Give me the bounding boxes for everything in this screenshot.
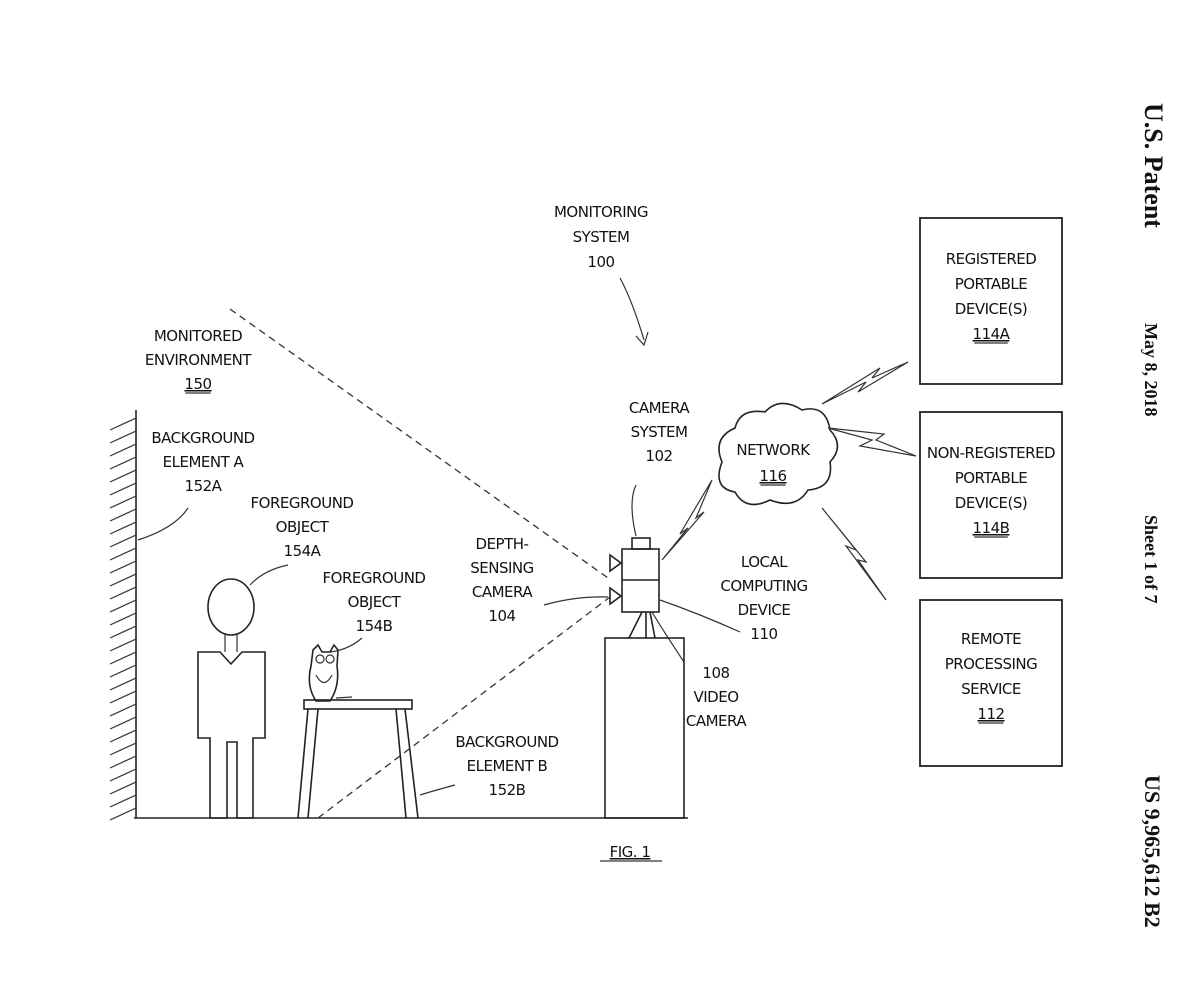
monitoring-system-label-line: SYSTEM: [573, 228, 630, 246]
monitoring-system-label-line: 100: [587, 253, 614, 271]
remote-processing-service-label-line: PROCESSING: [945, 655, 1038, 673]
figure-caption: FIG. 1: [610, 843, 651, 861]
background-element-a-label-line: BACKGROUND: [151, 429, 254, 447]
network-label-line: 116: [759, 467, 786, 485]
box-remote-processing-service: [919, 599, 1063, 767]
header-title: U.S. Patent: [1139, 103, 1168, 228]
fov-upper-line: [229, 308, 609, 579]
foreground-object-a-label-line: FOREGROUND: [251, 494, 354, 512]
camera-system-label-line: CAMERA: [629, 399, 690, 417]
background-element-b-label-line: BACKGROUND: [455, 733, 558, 751]
camera-pedestal: [604, 611, 685, 819]
registered-devices-label-line: PORTABLE: [955, 275, 1028, 293]
remote-processing-service-label: REMOTE PROCESSING SERVICE 112: [945, 630, 1038, 724]
background-element-a-label-line: 152A: [185, 477, 223, 495]
network-label-line: NETWORK: [736, 441, 811, 459]
monitoring-system-label-line: MONITORING: [554, 203, 648, 221]
local-computing-device-label-line: COMPUTING: [720, 577, 807, 595]
remote-processing-service-label-line: REMOTE: [961, 630, 1021, 648]
network-label: NETWORK 116: [736, 441, 812, 486]
background-element-a-label: BACKGROUND ELEMENT A 152A: [151, 429, 255, 495]
foreground-object-b-label-line: OBJECT: [348, 593, 402, 611]
registered-devices-label-line: REGISTERED: [946, 250, 1037, 268]
header-patent-number: US 9,965,612 B2: [1140, 775, 1165, 928]
header-date: May 8, 2018: [1141, 323, 1161, 417]
person-foreground-object-a: [197, 578, 266, 819]
monitored-environment-label: MONITORED ENVIRONMENT 150: [145, 327, 253, 394]
box-registered-devices: [919, 217, 1063, 385]
monitored-environment-label-line: 150: [184, 375, 211, 393]
patent-header: U.S. Patent May 8, 2018 Sheet 1 of 7 US …: [1139, 103, 1168, 928]
camera-system-label-line: SYSTEM: [631, 423, 688, 441]
video-camera-lens-icon: [609, 586, 623, 606]
wall-background-element-a: [109, 410, 137, 821]
video-camera-label-line: 108: [702, 664, 729, 682]
depth-sensing-camera-label: DEPTH- SENSING CAMERA 104: [470, 535, 534, 625]
background-element-a-label-line: ELEMENT A: [163, 453, 245, 471]
depth-sensing-camera-label-line: SENSING: [470, 559, 534, 577]
camera-system-label-line: 102: [645, 447, 672, 465]
owl-foreground-object-b: [308, 643, 353, 702]
remote-processing-service-label-line: SERVICE: [961, 680, 1021, 698]
monitored-environment-label-line: MONITORED: [154, 327, 242, 345]
non-registered-devices-label-line: NON-REGISTERED: [927, 444, 1055, 462]
non-registered-devices-label-line: DEVICE(S): [955, 494, 1027, 512]
registered-devices-label: REGISTERED PORTABLE DEVICE(S) 114A: [946, 250, 1037, 344]
foreground-object-b-label-line: 154B: [356, 617, 393, 635]
depth-sensing-camera-label-line: DEPTH-: [476, 535, 529, 553]
foreground-object-b-label-line: FOREGROUND: [323, 569, 426, 587]
table: [297, 699, 419, 819]
local-computing-device-label-line: DEVICE: [738, 601, 791, 619]
background-element-b-label-line: 152B: [489, 781, 526, 799]
network-cloud: [718, 402, 839, 506]
local-computing-device-label-line: 110: [750, 625, 777, 643]
monitoring-system-label: MONITORING SYSTEM 100: [554, 203, 649, 271]
video-camera-label-line: VIDEO: [693, 688, 738, 706]
wireless-links: [661, 361, 917, 601]
depth-sensor-lens-icon: [609, 553, 623, 573]
background-element-b-label-line: ELEMENT B: [467, 757, 548, 775]
fov-lower-line: [317, 596, 611, 819]
foreground-object-a-label-line: 154A: [284, 542, 322, 560]
non-registered-devices-label: NON-REGISTERED PORTABLE DEVICE(S) 114B: [927, 444, 1056, 538]
monitored-environment-label-line: ENVIRONMENT: [145, 351, 252, 369]
local-computing-device-label-line: LOCAL: [741, 553, 788, 571]
registered-devices-label-line: 114A: [973, 325, 1011, 343]
non-registered-devices-label-line: 114B: [973, 519, 1010, 537]
camera-system: [609, 537, 660, 613]
foreground-object-a-label: FOREGROUND OBJECT 154A: [251, 494, 354, 560]
header-sheet: Sheet 1 of 7: [1141, 515, 1161, 604]
non-registered-devices-label-line: PORTABLE: [955, 469, 1028, 487]
box-non-registered-devices: [919, 411, 1063, 579]
background-element-b-label: BACKGROUND ELEMENT B 152B: [455, 733, 559, 799]
video-camera-label-line: CAMERA: [686, 712, 747, 730]
depth-sensing-camera-label-line: CAMERA: [472, 583, 533, 601]
depth-sensing-camera-label-line: 104: [488, 607, 515, 625]
camera-system-label: CAMERA SYSTEM 102: [629, 399, 691, 465]
remote-processing-service-label-line: 112: [977, 705, 1004, 723]
foreground-object-b-label: FOREGROUND OBJECT 154B: [323, 569, 426, 635]
registered-devices-label-line: DEVICE(S): [955, 300, 1027, 318]
leader-lines: [137, 277, 741, 796]
foreground-object-a-label-line: OBJECT: [276, 518, 330, 536]
local-computing-device-label: LOCAL COMPUTING DEVICE 110: [720, 553, 808, 643]
